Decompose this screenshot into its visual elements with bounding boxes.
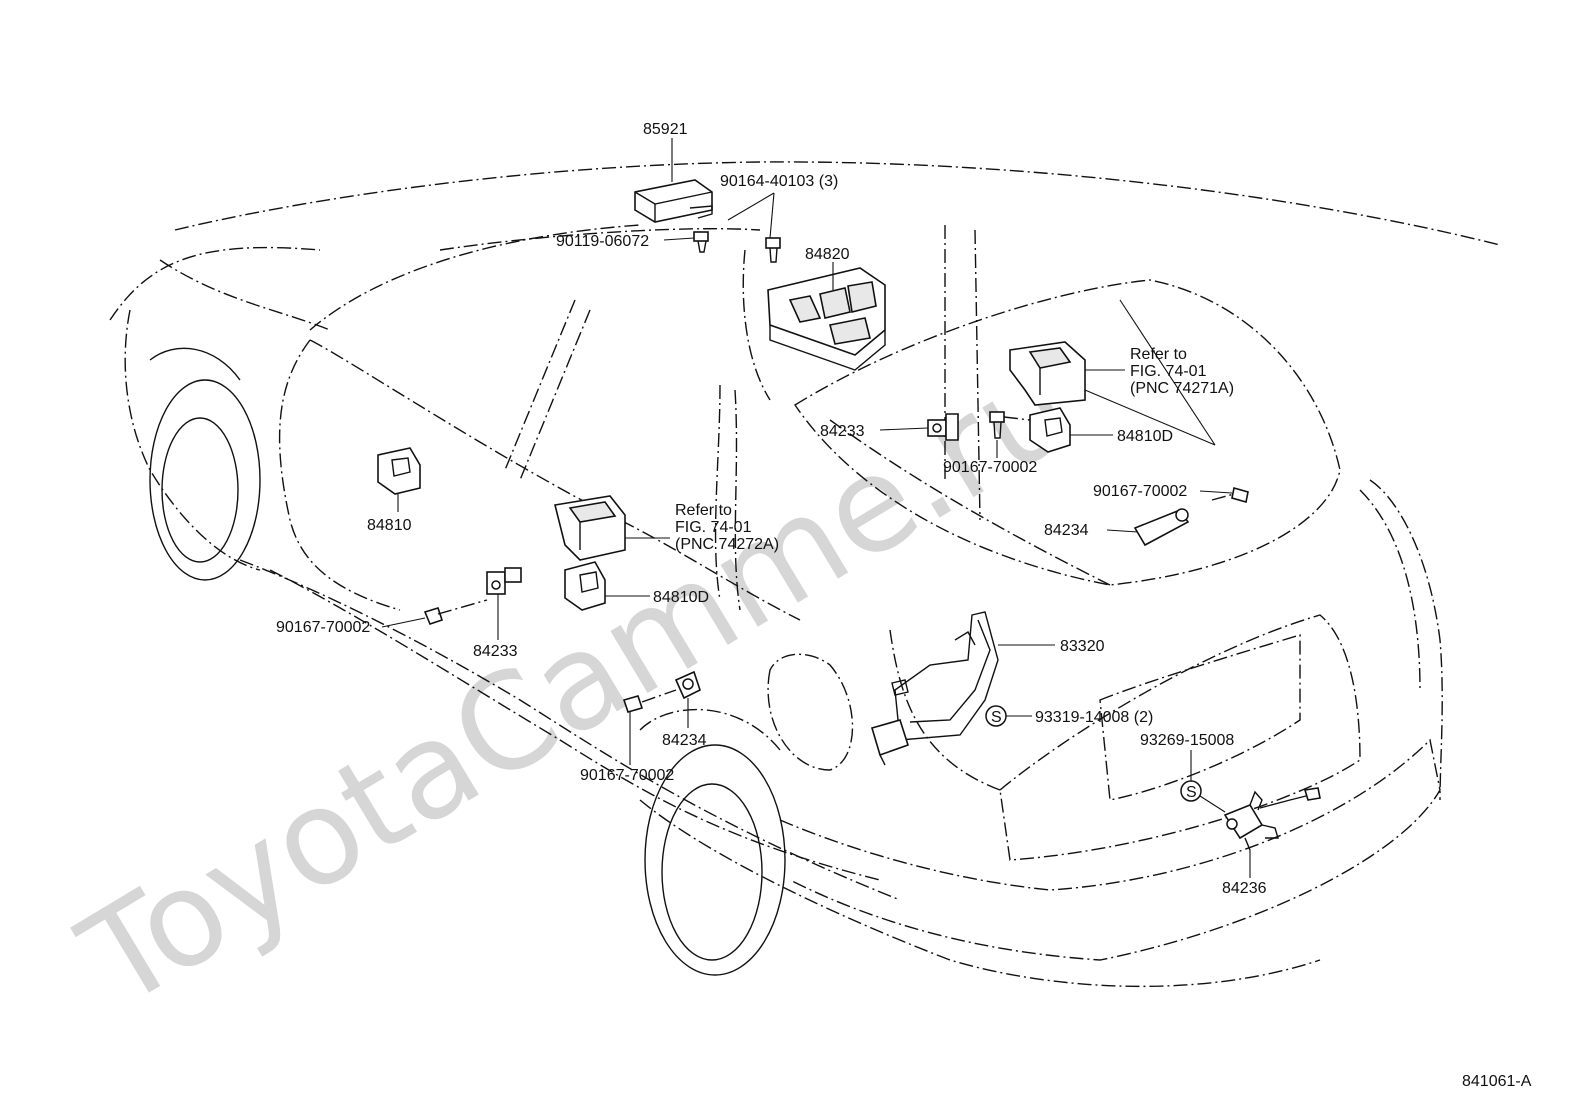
part-84233-courtesy-switch-left xyxy=(486,567,522,595)
s-symbol-93269: S xyxy=(1180,780,1202,802)
label-refer-right-3: (PNC 74271A) xyxy=(1130,380,1234,397)
label-84233-left: 84233 xyxy=(473,643,518,660)
screw-90167-70002-left2-icon xyxy=(622,695,644,713)
label-84810: 84810 xyxy=(367,517,412,534)
part-power-window-switch-left xyxy=(554,495,626,561)
label-refer-left-3: (PNC 74272A) xyxy=(675,536,779,553)
figure-code: 841061-A xyxy=(1462,1073,1532,1090)
label-90119-06072: 90119-06072 xyxy=(556,233,649,250)
screw-90167-70002-right2-icon xyxy=(1231,486,1249,504)
label-90167-70002-left: 90167-70002 xyxy=(276,619,370,636)
label-93269-15008: 93269-15008 xyxy=(1140,732,1234,749)
leader-lines xyxy=(381,138,1251,878)
label-refer-right-2: FIG. 74-01 xyxy=(1130,363,1207,380)
label-refer-left-1: Refer to xyxy=(675,502,732,519)
label-refer-left-2: FIG. 74-01 xyxy=(675,519,752,536)
label-85921: 85921 xyxy=(643,121,688,138)
label-84234-right: 84234 xyxy=(1044,522,1089,539)
part-84820-master-switch xyxy=(767,267,886,371)
part-power-window-switch-right xyxy=(1009,341,1086,406)
part-84810D-switch-left xyxy=(564,561,606,611)
label-refer-right-1: Refer to xyxy=(1130,346,1187,363)
label-84233-right: 84233 xyxy=(820,423,865,440)
part-85921-module xyxy=(634,179,713,223)
svg-text:S: S xyxy=(1186,784,1197,801)
s-symbol-93319: S xyxy=(985,705,1007,727)
label-90167-70002-right: 90167-70002 xyxy=(943,459,1037,476)
car-body-outline xyxy=(109,161,1501,988)
label-84236: 84236 xyxy=(1222,880,1267,897)
label-90164-40103: 90164-40103 (3) xyxy=(720,173,838,190)
screw-90119-06072-icon xyxy=(693,231,709,253)
rear-wheel xyxy=(639,708,786,976)
label-83320: 83320 xyxy=(1060,638,1105,655)
label-93319-14008: 93319-14008 (2) xyxy=(1035,709,1153,726)
svg-text:S: S xyxy=(991,709,1002,726)
part-84234-switch-left xyxy=(674,670,701,700)
part-84810-switch-left xyxy=(377,447,421,495)
label-84234-left: 84234 xyxy=(662,732,707,749)
screw-90164-40103-icon xyxy=(765,237,781,263)
label-90167-70002-right2: 90167-70002 xyxy=(1093,483,1187,500)
label-84820: 84820 xyxy=(805,246,850,263)
part-84810D-switch-right xyxy=(1029,407,1071,453)
screw-90167-70002-left-icon xyxy=(423,607,444,625)
part-84233-courtesy-switch-right xyxy=(927,413,959,441)
part-84236-sensor xyxy=(1223,787,1321,851)
label-84810D-right: 84810D xyxy=(1117,428,1173,445)
part-84234-switch-right xyxy=(1133,508,1190,547)
dashed-connectors xyxy=(437,416,1235,703)
label-90167-70002-left2: 90167-70002 xyxy=(580,767,674,784)
front-wheel xyxy=(149,347,261,581)
part-83320-assembly xyxy=(871,611,999,766)
label-84810D-left: 84810D xyxy=(653,589,709,606)
